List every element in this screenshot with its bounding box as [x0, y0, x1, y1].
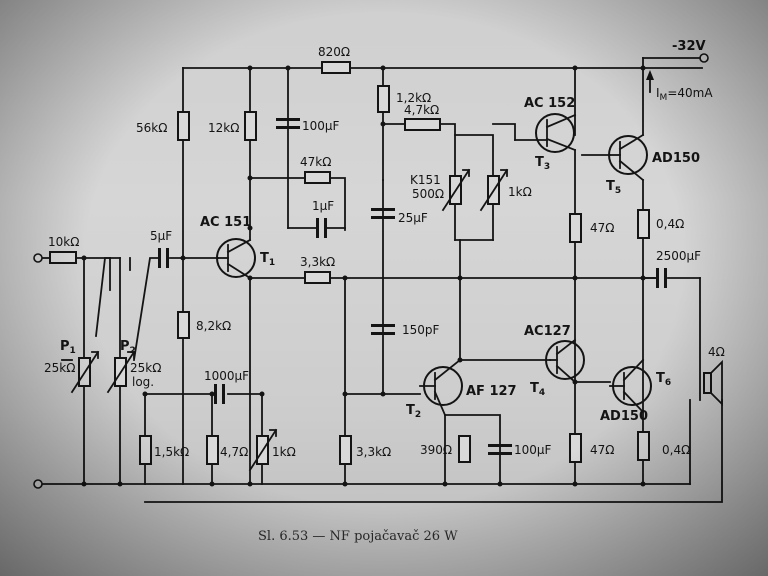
r8-2k-label: 8,2kΩ — [196, 319, 231, 333]
capacitor-100uf-bot — [488, 444, 512, 455]
t4-ref-label: T4 — [530, 381, 545, 398]
r12k-label: 12kΩ — [208, 121, 239, 135]
c100-bot-label: 100μF — [514, 443, 552, 457]
r4-7k-label: 4,7kΩ — [404, 103, 439, 117]
t3-ref-label: T3 — [535, 155, 550, 172]
transistors — [216, 113, 652, 417]
junctions — [81, 65, 646, 487]
t5-ref-label: T5 — [606, 179, 621, 196]
wiring — [39, 67, 723, 503]
figure-caption: Sl. 6.53 — NF pojačavač 26 W — [258, 529, 458, 544]
r820-label: 820Ω — [318, 45, 350, 59]
supply-label: -32V — [672, 39, 706, 54]
labels: -32V IM=40mA AC 151 T1 AF 127 T2 AC 152 … — [44, 39, 725, 544]
t6-ref-label: T6 — [656, 371, 671, 388]
p1-value-label: 25kΩ — [44, 361, 75, 375]
c1000-label: 1000μF — [204, 369, 249, 383]
r3-3k-top-label: 3,3kΩ — [300, 255, 335, 269]
capacitor-100uf-top — [276, 118, 300, 129]
resistor-1-2k — [377, 85, 390, 113]
t1-ref-label: T1 — [260, 251, 275, 268]
capacitor-150pf — [371, 324, 395, 335]
resistor-390 — [458, 435, 471, 463]
r47k-label: 47kΩ — [300, 155, 331, 169]
input-terminal — [33, 253, 43, 263]
capacitor-5uf — [158, 248, 169, 268]
resistor-4-7-bot — [206, 435, 219, 465]
t3-type-label: AC 152 — [524, 96, 575, 111]
resistor-0-4-top — [637, 209, 650, 239]
current-label: IM=40mA — [656, 86, 713, 103]
transistor-t6 — [609, 358, 652, 414]
r47-top-label: 47Ω — [590, 221, 614, 235]
c100-top-label: 100μF — [302, 119, 340, 133]
c2500-label: 2500μF — [656, 249, 701, 263]
transistor-t2 — [419, 358, 463, 417]
t6-type-label: AD150 — [600, 409, 648, 424]
resistor-1-5k — [139, 435, 152, 465]
r1-2k-label: 1,2kΩ — [396, 91, 431, 105]
k151-value-label: 500Ω — [412, 187, 444, 201]
p2-log-label: log. — [132, 375, 154, 389]
c25u-label: 25μF — [398, 211, 428, 225]
resistor-0-4-bot — [637, 431, 650, 461]
k151-label: K151 — [410, 173, 441, 187]
r1-5k-label: 1,5kΩ — [154, 445, 189, 459]
c150p-label: 150pF — [402, 323, 440, 337]
r390-label: 390Ω — [420, 443, 452, 457]
resistor-47-top — [569, 213, 582, 243]
supply-terminal — [699, 53, 709, 63]
p1k-bot-label: 1kΩ — [272, 445, 296, 459]
t2-type-label: AF 127 — [466, 384, 517, 399]
resistor-3-3k-bot — [339, 435, 352, 465]
resistor-47-bot — [569, 433, 582, 463]
r47-bot-label: 47Ω — [590, 443, 614, 457]
p1k-mid-label: 1kΩ — [508, 185, 532, 199]
t5-type-label: AD150 — [652, 151, 700, 166]
current-arrow-icon — [646, 70, 654, 93]
r3-3k-bot-label: 3,3kΩ — [356, 445, 391, 459]
capacitor-2500uf — [656, 268, 667, 288]
resistors — [49, 61, 650, 472]
spk-label: 4Ω — [708, 345, 725, 359]
resistor-47k — [304, 171, 331, 184]
resistor-8-2k — [177, 311, 190, 339]
resistor-10k — [49, 251, 77, 264]
transistor-t1 — [216, 238, 256, 280]
r4-7-bot-label: 4,7Ω — [220, 445, 248, 459]
t2-ref-label: T2 — [406, 403, 421, 420]
resistor-4-7k — [404, 118, 441, 131]
resistor-56k — [177, 111, 190, 141]
transistor-t4 — [545, 338, 585, 384]
capacitors — [158, 118, 667, 455]
r-in-label: 10kΩ — [48, 235, 79, 249]
t4-type-label: AC127 — [524, 324, 571, 339]
r56k-label: 56kΩ — [136, 121, 167, 135]
resistor-3-3k-top — [304, 271, 331, 284]
capacitor-1uf — [316, 218, 327, 238]
p2-ref-label: P2 — [120, 339, 136, 356]
r0-4-bot-label: 0,4Ω — [662, 443, 690, 457]
transistor-t3 — [514, 113, 577, 153]
c1u-label: 1μF — [312, 199, 334, 213]
p2-value-label: 25kΩ — [130, 361, 161, 375]
ground-terminal — [33, 479, 43, 489]
p1-ref-label: P1 — [60, 339, 76, 356]
t1-type-label: AC 151 — [200, 215, 251, 230]
r0-4-top-label: 0,4Ω — [656, 217, 684, 231]
speaker-icon — [703, 359, 723, 407]
capacitor-25uf — [371, 208, 395, 219]
capacitor-1000uf — [214, 384, 225, 404]
c-in-label: 5μF — [150, 229, 172, 243]
resistor-12k — [244, 111, 257, 141]
resistor-820 — [321, 61, 351, 74]
transistor-t5 — [608, 133, 648, 182]
